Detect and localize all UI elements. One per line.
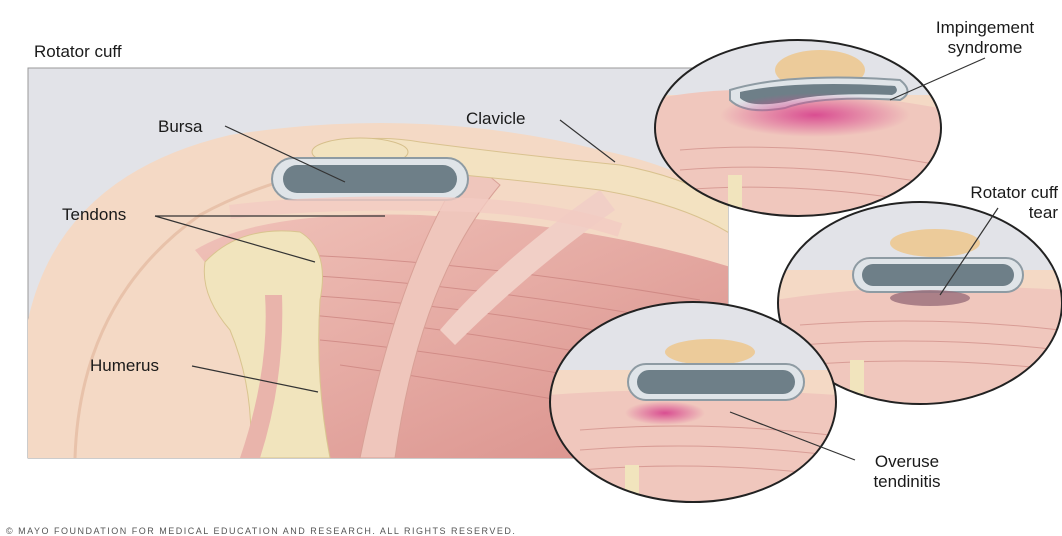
label-tear: Rotator cuff tear	[938, 183, 1058, 223]
label-clavicle: Clavicle	[466, 109, 526, 129]
label-tendons: Tendons	[62, 205, 126, 225]
label-tendinitis: Overuse tendinitis	[852, 452, 962, 492]
label-tendinitis-line1: Overuse	[852, 452, 962, 472]
copyright-notice: © MAYO FOUNDATION FOR MEDICAL EDUCATION …	[6, 526, 516, 536]
label-impingement-line2: syndrome	[925, 38, 1045, 58]
inset-tendinitis	[548, 300, 838, 505]
label-humerus: Humerus	[90, 356, 159, 376]
label-impingement: Impingement syndrome	[925, 18, 1045, 58]
label-bursa: Bursa	[158, 117, 202, 137]
label-tear-line2: tear	[938, 203, 1058, 223]
figure-title: Rotator cuff	[34, 42, 122, 62]
label-impingement-line1: Impingement	[925, 18, 1045, 38]
label-tear-line1: Rotator cuff	[938, 183, 1058, 203]
label-tendinitis-line2: tendinitis	[852, 472, 962, 492]
